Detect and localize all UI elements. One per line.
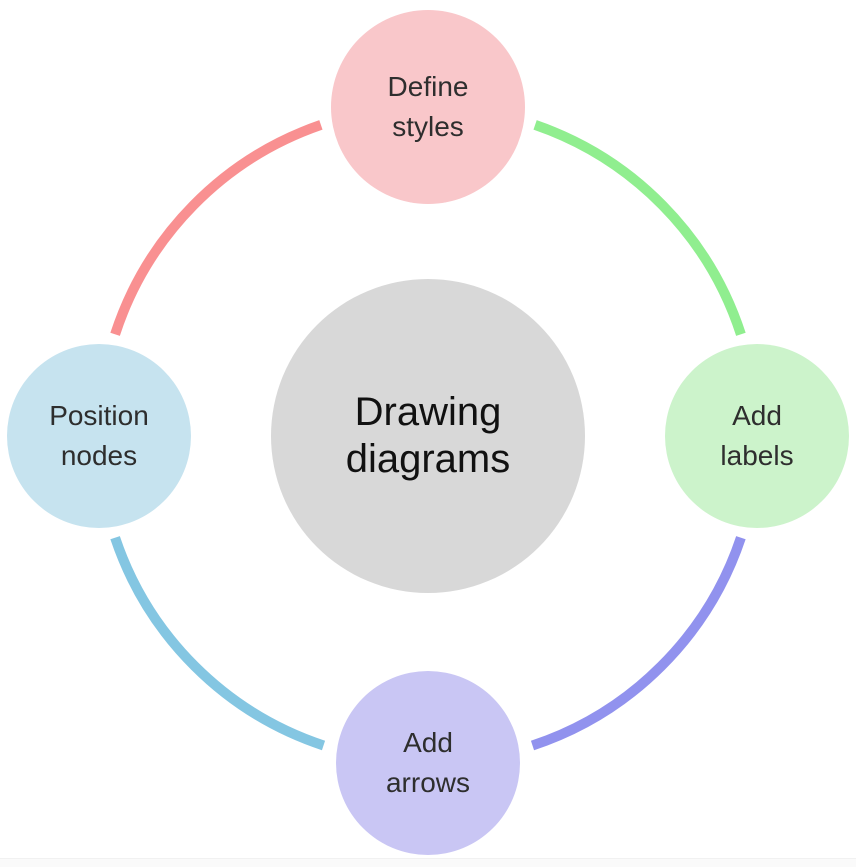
node-circle-add-arrows	[336, 671, 520, 855]
connector-arc-bottom-left	[110, 536, 326, 751]
center-node-circle	[271, 279, 585, 593]
node-circle-position-nodes	[7, 344, 191, 528]
page-bottom-strip	[0, 858, 856, 867]
connector-arc-top-left	[110, 120, 323, 336]
connector-arc-top-right	[533, 120, 746, 336]
node-circle-add-labels	[665, 344, 849, 528]
connector-arc-bottom-right	[530, 536, 746, 751]
node-circle-define-styles	[331, 10, 525, 204]
